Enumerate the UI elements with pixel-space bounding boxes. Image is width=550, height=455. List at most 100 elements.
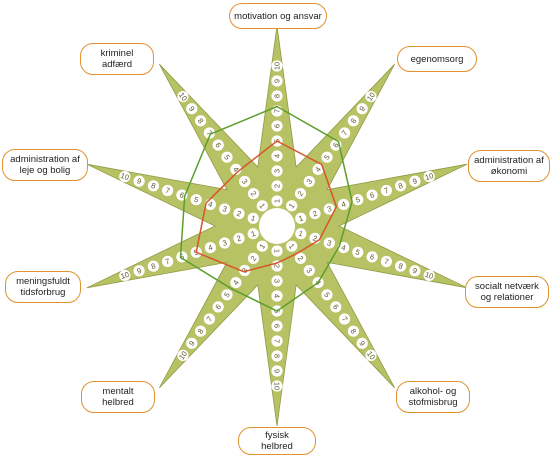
tick-4-8: 8 (395, 260, 407, 272)
svg-text:2: 2 (312, 209, 319, 219)
svg-text:9: 9 (187, 104, 197, 113)
tick-5-5: 5 (321, 289, 333, 301)
svg-text:7: 7 (164, 186, 171, 196)
svg-text:4: 4 (231, 165, 241, 174)
svg-text:5: 5 (222, 290, 232, 299)
tick-8-4: 4 (204, 242, 216, 254)
svg-text:8: 8 (150, 261, 157, 271)
svg-text:6: 6 (213, 303, 223, 312)
tick-4-1: 1 (295, 228, 307, 240)
label-egenomsorg: egenomsorg (397, 46, 477, 72)
svg-text:2: 2 (296, 189, 306, 198)
label-motivation: motivation og ansvar (229, 3, 327, 29)
svg-text:4: 4 (207, 243, 214, 253)
tick-9-1: 1 (247, 212, 259, 224)
tick-7-3: 3 (239, 264, 251, 277)
tick-8-8: 8 (147, 260, 159, 272)
svg-text:8: 8 (397, 181, 404, 191)
svg-text:3: 3 (240, 177, 250, 186)
svg-text:7: 7 (340, 129, 350, 138)
svg-text:6: 6 (179, 190, 186, 200)
svg-text:1: 1 (297, 213, 304, 223)
tick-2-7: 7 (339, 127, 351, 139)
svg-text:3: 3 (273, 279, 282, 283)
tick-5-9: 9 (356, 337, 368, 349)
tick-1-9: 9 (271, 75, 283, 87)
svg-text:8: 8 (349, 327, 359, 336)
tick-2-1: 1 (286, 200, 298, 212)
label-alkohol-stofmisbrug: alkohol- og stofmisbrug (396, 381, 470, 413)
tick-6-10: 10 (271, 380, 283, 392)
svg-text:7: 7 (273, 339, 282, 343)
tick-1-10: 10 (271, 60, 283, 72)
tick-5-1: 1 (286, 240, 298, 252)
svg-text:5: 5 (222, 153, 232, 162)
svg-text:7: 7 (383, 257, 390, 267)
tick-10-4: 4 (230, 163, 242, 175)
svg-text:1: 1 (273, 199, 282, 203)
svg-text:1: 1 (287, 201, 297, 210)
tick-10-1: 1 (256, 200, 268, 212)
svg-text:8: 8 (397, 261, 404, 271)
tick-2-9: 9 (356, 103, 368, 115)
svg-text:5: 5 (354, 195, 361, 205)
svg-text:8: 8 (196, 116, 206, 125)
svg-text:10: 10 (273, 382, 282, 390)
svg-text:9: 9 (357, 104, 367, 113)
tick-7-5: 5 (221, 289, 233, 301)
svg-text:9: 9 (357, 339, 367, 348)
svg-text:8: 8 (273, 354, 282, 358)
label-meningsfuldt: meningsfuldt tidsforbrug (5, 271, 81, 303)
tick-10-2: 2 (247, 188, 260, 200)
tick-10-3: 3 (239, 175, 251, 188)
tick-10-8: 8 (195, 115, 207, 127)
tick-8-3: 3 (219, 237, 231, 249)
label-mentalt-helbred: mentalt helbred (81, 381, 155, 413)
svg-text:1: 1 (250, 229, 257, 239)
tick-9-9: 9 (133, 175, 145, 187)
svg-text:8: 8 (273, 94, 282, 98)
svg-text:7: 7 (340, 315, 350, 324)
tick-8-9: 9 (133, 265, 145, 277)
svg-text:2: 2 (249, 189, 259, 198)
svg-text:6: 6 (369, 252, 376, 262)
svg-text:7: 7 (205, 129, 215, 138)
tick-4-9: 9 (409, 265, 421, 277)
tick-6-1: 1 (271, 245, 283, 257)
svg-text:6: 6 (273, 124, 282, 128)
tick-8-2: 2 (233, 232, 245, 244)
svg-text:4: 4 (273, 294, 282, 298)
tick-4-6: 6 (366, 251, 378, 263)
svg-text:4: 4 (273, 154, 282, 158)
tick-9-10: 10 (119, 171, 131, 183)
svg-text:7: 7 (164, 257, 171, 267)
tick-3-7: 7 (380, 184, 392, 197)
tick-5-8: 8 (347, 325, 359, 337)
svg-text:4: 4 (340, 243, 347, 253)
tick-4-4: 4 (338, 242, 350, 254)
tick-3-4: 4 (338, 198, 350, 210)
svg-text:7: 7 (383, 186, 390, 196)
tick-9-7: 7 (162, 184, 174, 197)
svg-text:1: 1 (250, 213, 257, 223)
tick-10-9: 9 (186, 103, 198, 115)
svg-text:5: 5 (193, 195, 200, 205)
svg-text:8: 8 (349, 116, 359, 125)
svg-text:9: 9 (136, 266, 143, 276)
svg-text:2: 2 (312, 233, 319, 243)
svg-text:3: 3 (326, 204, 333, 214)
svg-text:4: 4 (207, 199, 214, 209)
tick-7-10: 10 (177, 349, 189, 361)
tick-9-2: 2 (233, 208, 245, 220)
tick-3-1: 1 (295, 212, 307, 224)
svg-text:5: 5 (322, 153, 332, 162)
label-fysisk-helbred: fysisk helbred (238, 427, 316, 455)
svg-text:9: 9 (412, 176, 419, 186)
tick-7-6: 6 (212, 301, 224, 313)
tick-6-8: 8 (271, 350, 283, 362)
svg-text:6: 6 (273, 324, 282, 328)
tick-6-9: 9 (271, 365, 283, 377)
svg-text:2: 2 (273, 264, 282, 268)
tick-7-7: 7 (203, 313, 215, 325)
svg-text:9: 9 (273, 369, 282, 373)
